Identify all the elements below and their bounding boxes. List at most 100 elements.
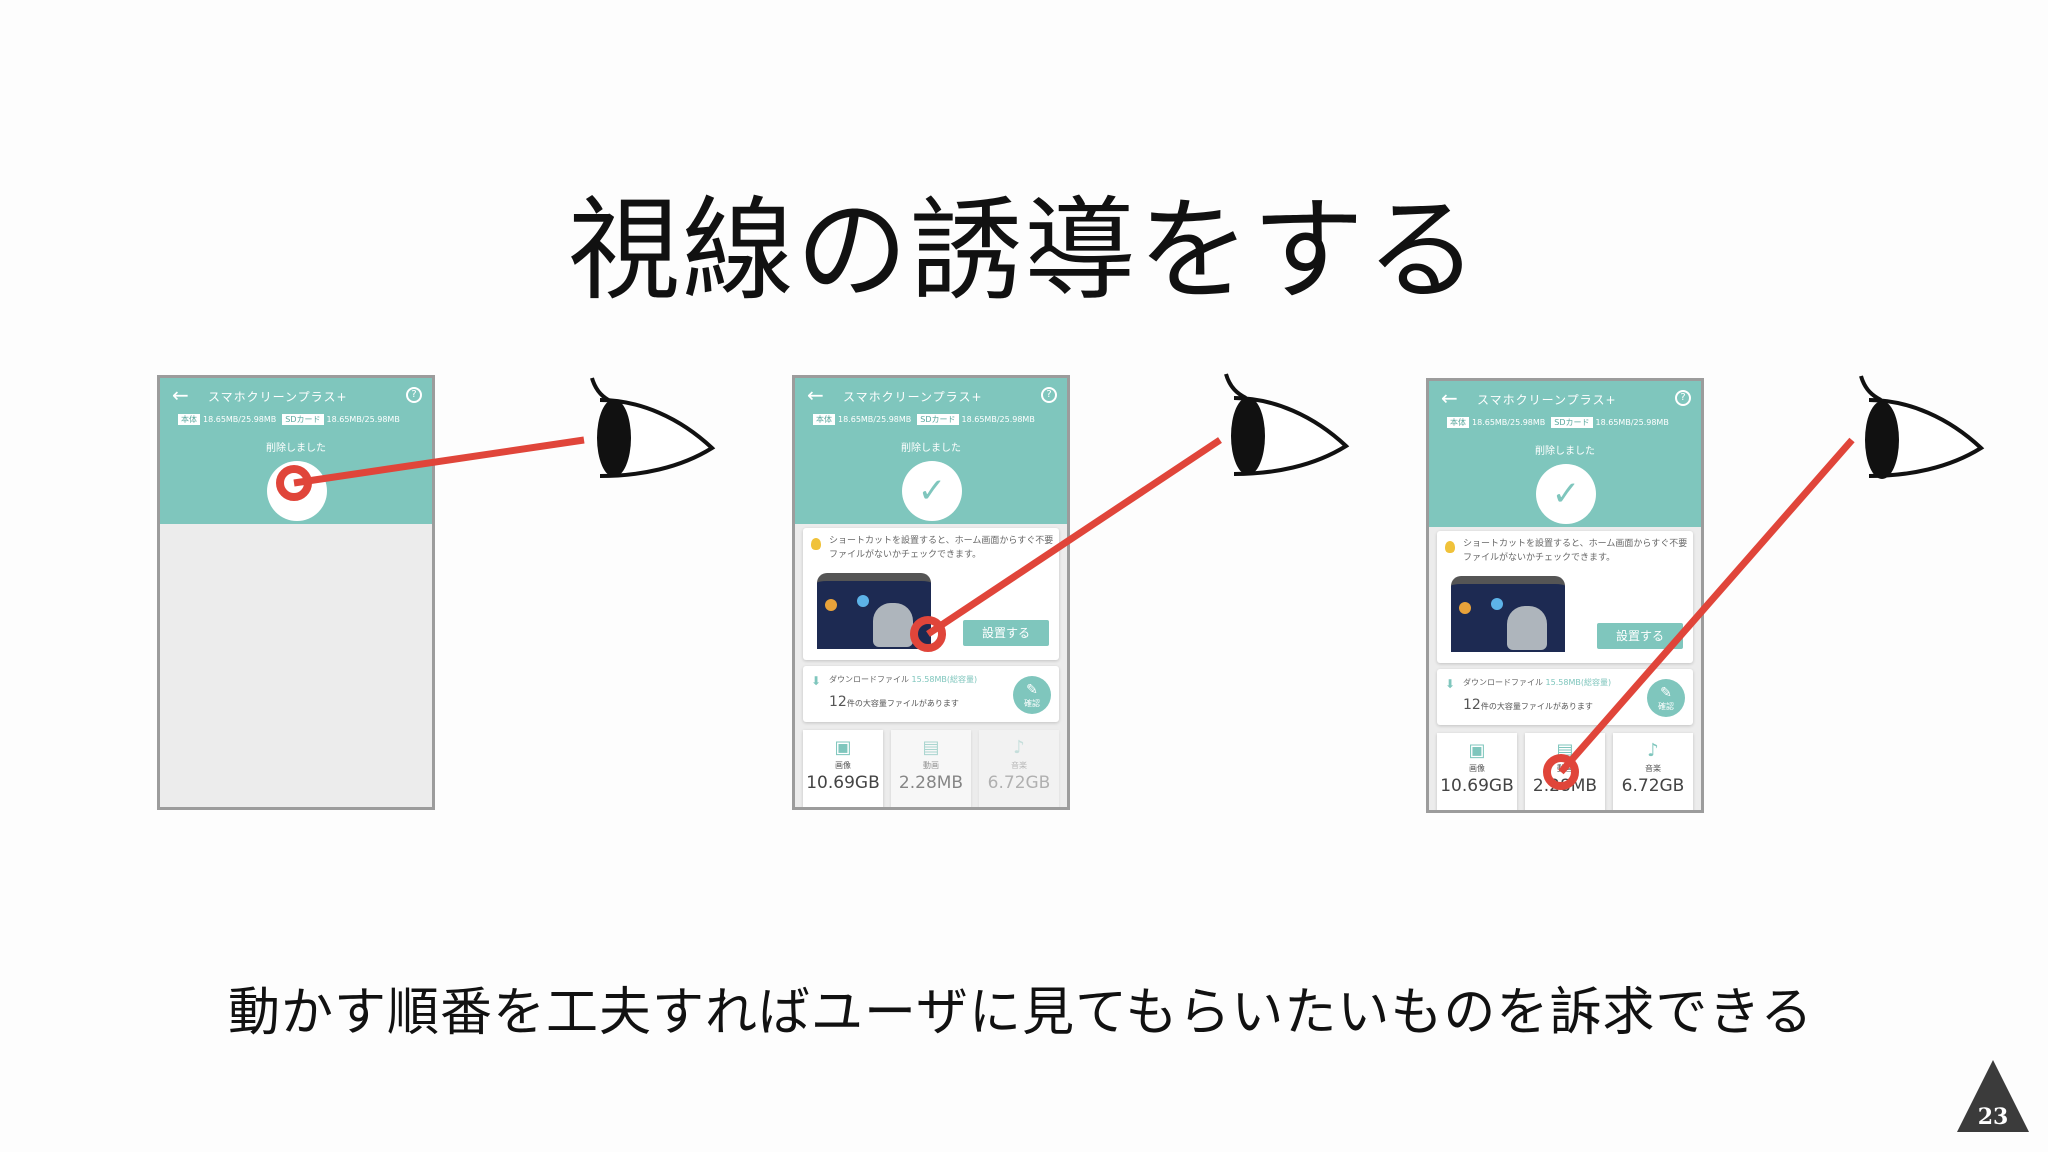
check-icon: ✓ — [917, 471, 947, 511]
slide-title: 視線の誘導をする — [568, 186, 1480, 316]
broom-icon: ✎ — [1660, 685, 1672, 701]
internal-value: 18.65MB/25.98MB — [838, 415, 912, 424]
help-icon[interactable]: ? — [1041, 387, 1057, 403]
download-card[interactable]: ⬇ ダウンロードファイル 15.58MB(総容量) 12件の大容量ファイルがあり… — [803, 666, 1059, 722]
download-size: 15.58MB(総容量) — [1545, 678, 1612, 687]
home-screen-preview — [817, 573, 931, 649]
shortcut-card: ショートカットを設置すると、ホーム画面からすぐ不要ファイルがないかチェックできま… — [803, 528, 1059, 660]
hand-icon — [873, 603, 913, 647]
video-icon: ▤ — [1556, 740, 1574, 761]
tile-label: 音楽 — [1011, 761, 1027, 770]
internal-tag: 本体 — [1447, 417, 1469, 428]
sd-tag: SDカード — [917, 414, 959, 425]
app-title: スマホクリーンプラス+ — [1477, 393, 1617, 407]
app-title: スマホクリーンプラス+ — [843, 390, 983, 404]
tile-label: 音楽 — [1645, 764, 1661, 773]
music-icon: ♪ — [1013, 737, 1025, 758]
confirm-button[interactable]: ✎確認 — [1013, 676, 1051, 714]
install-button[interactable]: 設置する — [963, 620, 1049, 646]
download-card[interactable]: ⬇ ダウンロードファイル 15.58MB(総容量) 12件の大容量ファイルがあり… — [1437, 669, 1693, 725]
tile-images[interactable]: ▣ 画像 10.69GB — [803, 730, 883, 807]
tile-label: 画像 — [1469, 764, 1485, 773]
image-icon: ▣ — [834, 737, 852, 758]
tile-videos[interactable]: ▤ 動画 2.28MB — [891, 730, 971, 807]
tile-value: 10.69GB — [1440, 776, 1514, 796]
home-screen-preview — [1451, 576, 1565, 652]
category-tiles: ▣ 画像 10.69GB ▤ 動画 2.28MB ♪ 音楽 6.72GB — [803, 730, 1059, 807]
back-arrow-icon[interactable]: ← — [807, 383, 824, 407]
shortcut-text: ショートカットを設置すると、ホーム画面からすぐ不要ファイルがないかチェックできま… — [829, 536, 1054, 560]
install-button[interactable]: 設置する — [1597, 623, 1683, 649]
internal-value: 18.65MB/25.98MB — [203, 415, 277, 424]
check-circle: ✓ — [902, 461, 962, 521]
internal-tag: 本体 — [178, 414, 200, 425]
tile-label: 画像 — [835, 761, 851, 770]
deleted-message: 削除しました — [901, 443, 961, 454]
internal-value: 18.65MB/25.98MB — [1472, 418, 1546, 427]
hand-icon — [1507, 606, 1547, 650]
download-size: 15.58MB(総容量) — [911, 675, 978, 684]
shortcut-text: ショートカットを設置すると、ホーム画面からすぐ不要ファイルがないかチェックできま… — [1463, 539, 1688, 563]
tile-value: 6.72GB — [987, 773, 1051, 793]
sd-tag: SDカード — [1551, 417, 1593, 428]
confirm-button[interactable]: ✎確認 — [1647, 679, 1685, 717]
eye-icon — [1224, 373, 1350, 476]
eye-icon — [590, 377, 716, 478]
triangle-badge-icon — [1957, 1060, 2029, 1132]
download-count: 12 — [1463, 697, 1481, 713]
eye-icon — [1859, 375, 1985, 479]
check-circle — [267, 461, 327, 521]
download-count-suffix: 件の大容量ファイルがあります — [846, 699, 959, 708]
check-circle: ✓ — [1536, 464, 1596, 524]
confirm-label: 確認 — [1658, 702, 1674, 711]
confirm-label: 確認 — [1024, 699, 1040, 708]
sd-value: 18.65MB/25.98MB — [326, 415, 400, 424]
download-count: 12 — [829, 694, 847, 710]
bulb-icon — [1445, 541, 1455, 553]
download-title: ダウンロードファイル — [829, 675, 909, 684]
download-icon: ⬇ — [811, 674, 822, 688]
image-icon: ▣ — [1468, 740, 1486, 761]
app-title: スマホクリーンプラス+ — [208, 390, 348, 404]
tile-value: 6.72GB — [1621, 776, 1685, 796]
back-arrow-icon[interactable]: ← — [1441, 386, 1458, 410]
category-tiles: ▣ 画像 10.69GB ▤ 動画 2.28MB ♪ 音楽 6.72GB — [1437, 733, 1693, 810]
help-icon[interactable]: ? — [406, 387, 422, 403]
download-title: ダウンロードファイル — [1463, 678, 1543, 687]
deleted-message: 削除しました — [1535, 446, 1595, 457]
download-icon: ⬇ — [1445, 677, 1456, 691]
sd-value: 18.65MB/25.98MB — [961, 415, 1035, 424]
tile-music[interactable]: ♪ 音楽 6.72GB — [1613, 733, 1693, 810]
tile-music[interactable]: ♪ 音楽 6.72GB — [979, 730, 1059, 807]
sd-value: 18.65MB/25.98MB — [1595, 418, 1669, 427]
video-icon: ▤ — [922, 737, 940, 758]
tile-value: 2.28MB — [1532, 776, 1598, 796]
tile-images[interactable]: ▣ 画像 10.69GB — [1437, 733, 1517, 810]
music-icon: ♪ — [1647, 740, 1659, 761]
tile-value: 2.28MB — [898, 773, 964, 793]
back-arrow-icon[interactable]: ← — [172, 383, 189, 407]
bulb-icon — [811, 538, 821, 550]
sd-tag: SDカード — [282, 414, 324, 425]
broom-icon: ✎ — [1026, 682, 1038, 698]
download-count-suffix: 件の大容量ファイルがあります — [1480, 702, 1593, 711]
check-icon: ✓ — [1551, 474, 1581, 514]
deleted-message: 削除しました — [266, 443, 326, 454]
tile-videos[interactable]: ▤ 動画 2.28MB — [1525, 733, 1605, 810]
internal-tag: 本体 — [813, 414, 835, 425]
shortcut-card: ショートカットを設置すると、ホーム画面からすぐ不要ファイルがないかチェックできま… — [1437, 531, 1693, 663]
tile-value: 10.69GB — [806, 773, 880, 793]
tile-label: 動画 — [923, 761, 939, 770]
tile-label: 動画 — [1557, 764, 1573, 773]
slide-caption: 動かす順番を工夫すればユーザに見てもらいたいものを訴求できる — [228, 983, 1814, 1043]
help-icon[interactable]: ? — [1675, 390, 1691, 406]
